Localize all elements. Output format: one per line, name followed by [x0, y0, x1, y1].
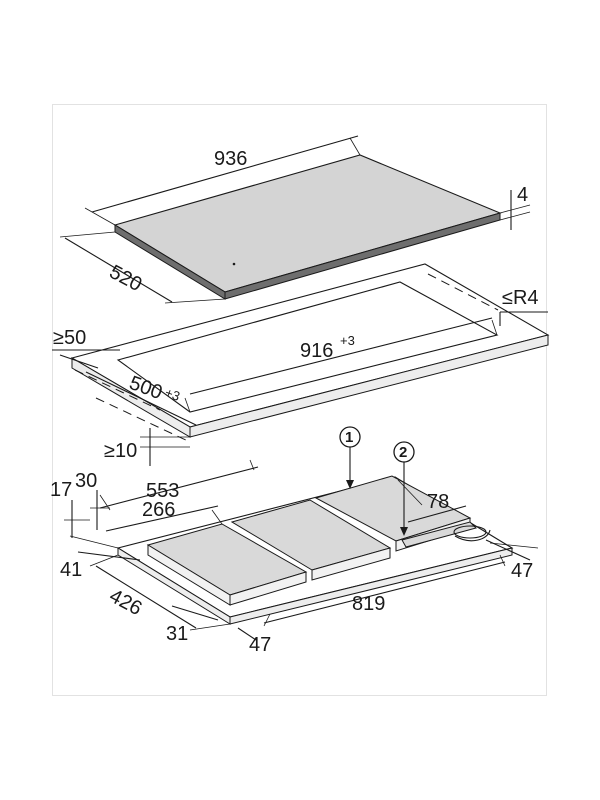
dim-266-label: 266: [142, 499, 175, 521]
dim-50-label: ≥50: [53, 327, 86, 349]
dimension-819: 819: [263, 554, 506, 627]
dimension-47-right: 47: [485, 539, 539, 582]
callout-1: 1: [339, 426, 361, 489]
callout-2: 2: [393, 441, 415, 536]
dimension-30: 30: [75, 470, 110, 530]
dim-47-right-label: 47: [511, 560, 533, 582]
dimension-front-50: ≥50: [52, 327, 120, 369]
dim-10-label: ≥10: [104, 440, 137, 462]
dimension-78: 78: [397, 479, 467, 523]
dim-31-label: 31: [166, 623, 188, 645]
dimension-553: 553: [99, 459, 259, 511]
cooktop-underside: [116, 475, 514, 625]
dim-17-label: 17: [50, 479, 72, 501]
diagram-frame: [52, 104, 547, 696]
dim-78-label: 78: [427, 491, 449, 513]
countertop-cutout: [70, 263, 550, 438]
dimension-31: 31: [166, 605, 219, 645]
dim-30-label: 30: [75, 470, 97, 492]
dim-41-label: 41: [60, 559, 82, 581]
dim-916-label: 916: [300, 340, 333, 362]
dimension-cutout-width-916: 916 +3: [184, 317, 498, 413]
dimension-47-front: 47: [237, 627, 271, 656]
dimension-17: 17: [50, 479, 90, 538]
dimension-266: 266: [105, 499, 223, 532]
dimension-gap-10: ≥10: [104, 428, 190, 466]
dimension-width-936: 936: [84, 135, 361, 226]
dimension-thickness-4: 4: [499, 184, 531, 230]
callout-1-label: 1: [345, 429, 353, 446]
dim-500-tol: +3: [163, 385, 182, 404]
dim-r4-label: ≤R4: [502, 287, 539, 309]
dim-47-front-label: 47: [249, 634, 271, 656]
dim-916-tol: +3: [340, 333, 355, 348]
dim-4-label: 4: [517, 184, 528, 206]
dimension-41: 41: [60, 535, 141, 581]
cooktop-glass: [113, 154, 502, 300]
dim-426-label: 426: [106, 585, 146, 620]
dim-936-label: 936: [214, 148, 247, 170]
dimension-radius-r4: ≤R4: [427, 273, 548, 326]
dim-553-label: 553: [146, 480, 179, 502]
dim-819-label: 819: [352, 593, 385, 615]
callout-2-label: 2: [399, 444, 407, 461]
